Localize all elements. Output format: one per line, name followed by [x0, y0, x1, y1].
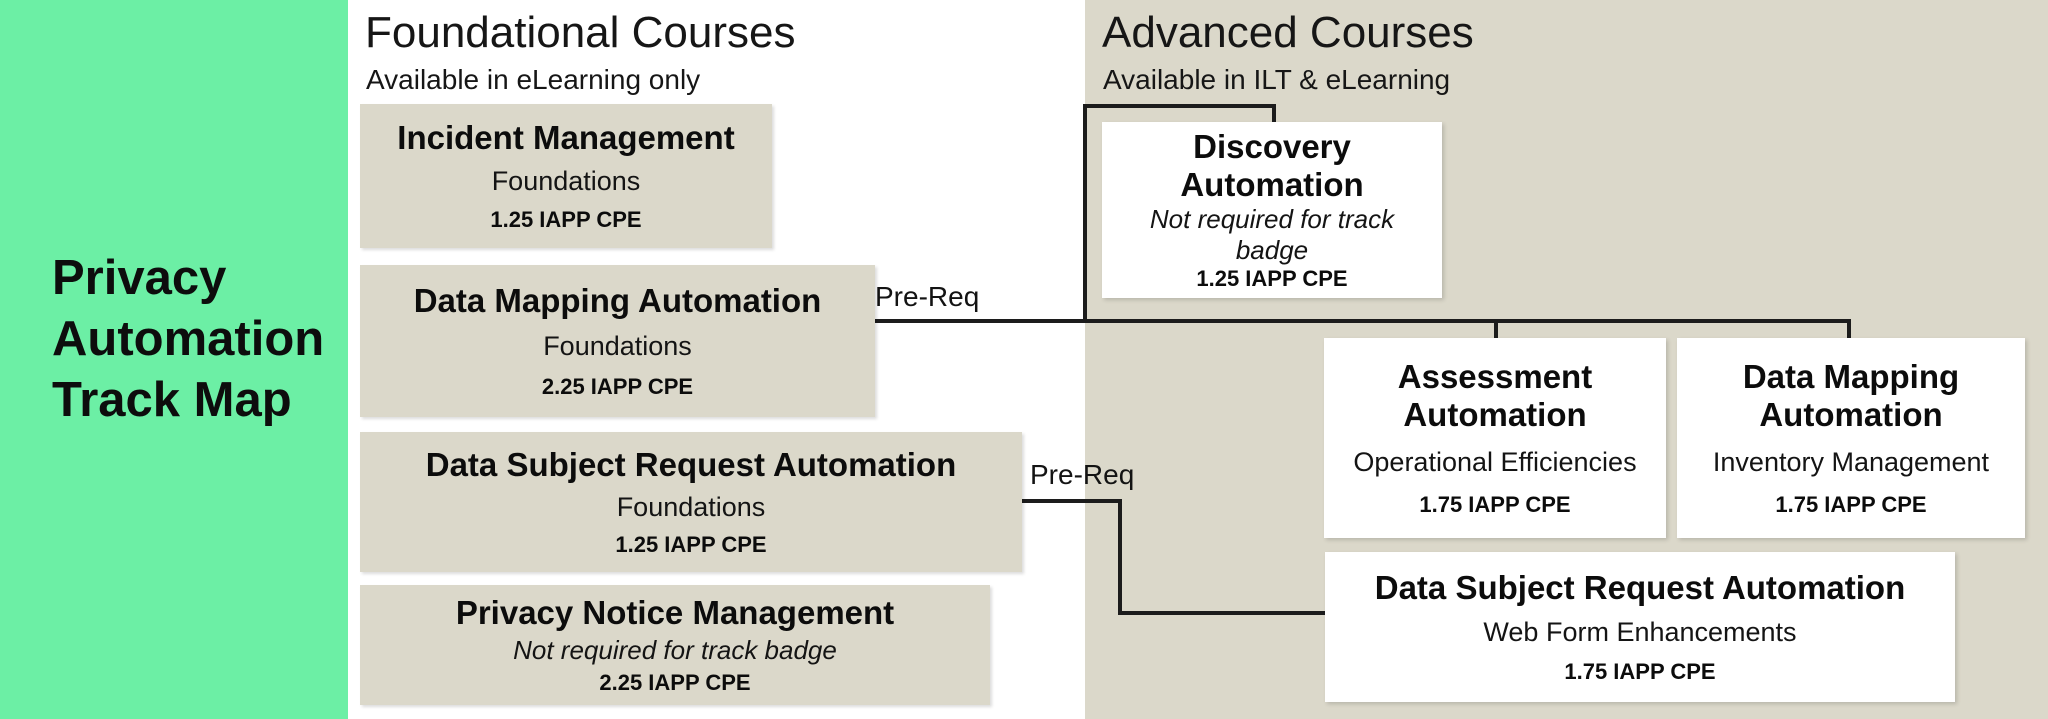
foundational-subheading: Available in eLearning only — [366, 64, 701, 95]
foundational-heading: Foundational Courses — [365, 8, 796, 57]
advanced-subheading: Available in ILT & eLearning — [1103, 64, 1451, 95]
prereq1-up-vertical-line — [1083, 104, 1087, 323]
prereq-label-1: Pre-Req — [875, 281, 980, 312]
prereq1-assessment-drop-line — [1494, 319, 1498, 341]
course-subtitle: Foundations — [543, 331, 692, 362]
course-box-privacy-notice-management: Privacy Notice Management Not required f… — [360, 585, 990, 705]
track-title: Privacy Automation Track Map — [52, 251, 325, 427]
prereq1-main-horizontal-line — [866, 319, 1851, 323]
course-cpe: 1.25 IAPP CPE — [615, 531, 767, 557]
course-title: Discovery Automation — [1180, 128, 1364, 203]
course-title: Incident Management — [397, 119, 735, 157]
course-box-dsr-advanced: Data Subject Request Automation Web Form… — [1325, 552, 1955, 702]
course-cpe: 1.75 IAPP CPE — [1419, 492, 1571, 518]
course-title: Privacy Notice Management — [455, 594, 895, 632]
course-title: Data Subject Request Automation — [1374, 568, 1906, 606]
prereq-label-2: Pre-Req — [1030, 459, 1135, 490]
course-cpe: 1.75 IAPP CPE — [1775, 492, 1927, 518]
course-title: Data Subject Request Automation — [425, 446, 957, 484]
course-box-dsr-foundations: Data Subject Request Automation Foundati… — [360, 432, 1022, 572]
course-box-discovery-automation: Discovery Automation Not required for tr… — [1102, 122, 1442, 298]
course-cpe: 1.25 IAPP CPE — [490, 206, 642, 232]
course-box-assessment-automation: Assessment Automation Operational Effici… — [1324, 338, 1666, 538]
prereq1-datamapping-drop-line — [1847, 319, 1851, 341]
course-title: Data Mapping Automation — [1742, 357, 1960, 433]
course-cpe: 2.25 IAPP CPE — [541, 373, 694, 399]
course-subtitle: Not required for track badge — [1149, 203, 1395, 265]
prereq2-start-horizontal-line — [1022, 499, 1122, 503]
course-subtitle: Foundations — [616, 492, 766, 523]
prereq1-top-horizontal-line — [1083, 104, 1276, 108]
course-subtitle: Not required for track badge — [513, 635, 837, 666]
advanced-heading: Advanced Courses — [1102, 8, 1474, 57]
course-subtitle: Inventory Management — [1712, 447, 1990, 478]
course-title: Assessment Automation — [1397, 357, 1593, 433]
course-cpe: 1.25 IAPP CPE — [1196, 265, 1348, 291]
course-cpe: 1.75 IAPP CPE — [1564, 659, 1716, 685]
prereq2-vertical-line — [1118, 499, 1122, 615]
prereq2-end-horizontal-line — [1118, 611, 1325, 615]
course-cpe: 2.25 IAPP CPE — [599, 669, 751, 695]
prereq1-discovery-drop-line — [1272, 104, 1276, 126]
course-subtitle: Operational Efficiencies — [1353, 447, 1637, 478]
course-box-data-mapping-foundations: Data Mapping Automation Foundations 2.25… — [360, 265, 875, 417]
course-box-incident-management: Incident Management Foundations 1.25 IAP… — [360, 104, 772, 248]
course-title: Data Mapping Automation — [413, 282, 822, 320]
course-subtitle: Foundations — [491, 166, 641, 197]
course-box-data-mapping-advanced: Data Mapping Automation Inventory Manage… — [1677, 338, 2025, 538]
track-title-panel: Privacy Automation Track Map — [0, 0, 348, 719]
course-subtitle: Web Form Enhancements — [1483, 617, 1797, 648]
